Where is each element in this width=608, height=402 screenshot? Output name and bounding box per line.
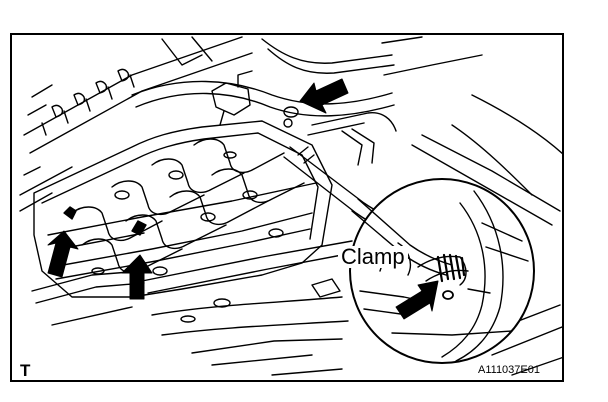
view-letter: T [20, 361, 31, 380]
pointer-arrows [47, 78, 439, 320]
arrow-icon [121, 254, 153, 300]
tank-protector-plate [33, 118, 333, 298]
arrow-icon [47, 230, 79, 278]
underbody-illustration [19, 36, 562, 376]
diagram-frame: Clamp T A111037E01 [10, 33, 564, 382]
clamp-label: Clamp [338, 246, 408, 268]
figure-id: A111037E01 [478, 364, 540, 376]
arrow-icon [299, 78, 349, 114]
clamp-detail-circle [349, 178, 535, 364]
arrow-icon [395, 280, 439, 320]
